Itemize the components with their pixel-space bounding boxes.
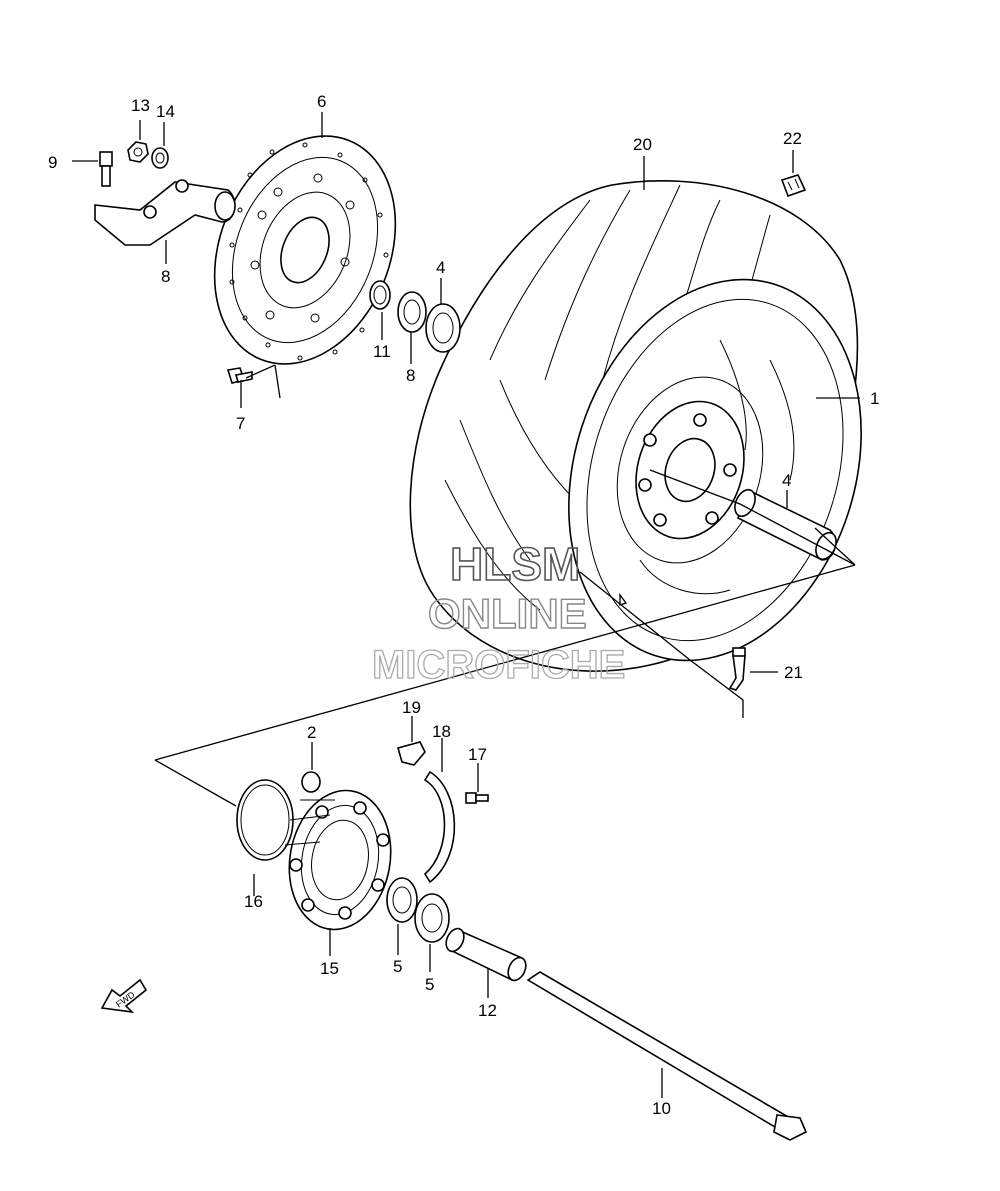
callout-19: 18 xyxy=(432,722,451,741)
rear-axle-part xyxy=(526,971,808,1141)
callout-21: 20 xyxy=(633,135,652,154)
callout-14: 13 xyxy=(131,96,150,115)
watermark-line-2: ONLINE xyxy=(428,590,587,637)
disc-bolt-part xyxy=(226,367,253,384)
leader-lines xyxy=(72,112,860,1098)
callout-4: 4 xyxy=(436,258,445,277)
callout-8: 7 xyxy=(236,414,245,433)
callout-17: 16 xyxy=(244,892,263,911)
callout-5-b: 5 xyxy=(425,975,434,994)
o-ring-part xyxy=(236,779,294,861)
caliper-bracket-part xyxy=(94,179,236,246)
bracket-bolt-part xyxy=(99,151,113,187)
wheel-hub xyxy=(635,400,745,540)
callout-16: 15 xyxy=(320,959,339,978)
balancer-weight-part xyxy=(780,174,807,198)
brake-disc-part xyxy=(213,135,397,365)
watermark-line-1: HLSM xyxy=(450,538,580,590)
callout-12: 11 xyxy=(373,342,391,361)
sprocket-mounting-drum-part xyxy=(284,789,392,931)
tire-valve-part xyxy=(728,647,746,691)
callout-9: 8 xyxy=(161,267,170,286)
watermark: HLSM ONLINE MICROFICHE xyxy=(371,537,626,687)
spacer-part xyxy=(369,280,391,310)
callout-11: 10 xyxy=(652,1099,671,1118)
retainer-plate-part xyxy=(397,741,426,766)
watermark-line-3: MICROFICHE xyxy=(372,643,625,687)
callout-15: 14 xyxy=(156,102,175,121)
callout-7: 6 xyxy=(317,92,326,111)
forward-arrow-icon: FWD xyxy=(100,978,148,1014)
oil-seal-part xyxy=(397,291,427,333)
callout-3: 4 xyxy=(782,471,791,490)
bearing-part xyxy=(425,303,461,353)
circlip-part xyxy=(423,770,456,884)
callout-2: 2 xyxy=(307,723,316,742)
callout-1: 1 xyxy=(870,389,879,408)
callout-10: 9 xyxy=(48,153,57,172)
callout-6: 8 xyxy=(406,366,415,385)
spacer-small-part xyxy=(301,771,321,793)
callout-13: 12 xyxy=(478,1001,497,1020)
screw-part xyxy=(465,792,489,804)
nut-part xyxy=(127,141,149,163)
collar-lower-part xyxy=(445,927,527,982)
callout-labels: 6 13 14 9 8 20 22 4 11 8 7 1 4 21 2 19 1… xyxy=(48,92,879,1118)
callout-23: 22 xyxy=(783,129,802,148)
washer-part xyxy=(151,147,169,169)
callout-22: 21 xyxy=(784,663,803,682)
callout-18: 17 xyxy=(468,745,487,764)
callout-20: 19 xyxy=(402,698,421,717)
bearing-lower-part xyxy=(386,877,450,943)
callout-5-a: 5 xyxy=(393,957,402,976)
